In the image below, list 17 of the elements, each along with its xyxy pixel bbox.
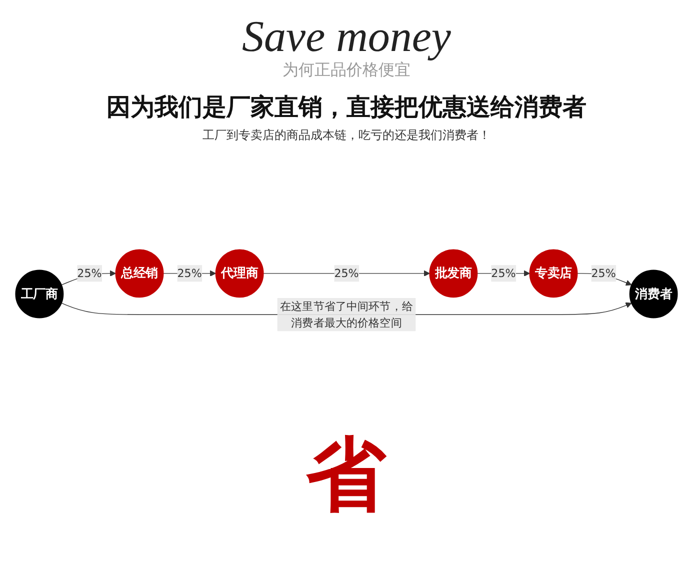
node-circle: 消费者 — [629, 269, 678, 318]
edge-label: 25% — [591, 266, 616, 280]
node-circle: 工厂商 — [15, 269, 64, 318]
edge-label: 25% — [491, 266, 516, 280]
edge-label: 25% — [177, 266, 202, 280]
edge-label: 在这里节省了中间环节，给消费者最大的价格空间 — [280, 299, 413, 329]
edge-label: 25% — [334, 266, 359, 280]
node-circle: 专卖店 — [529, 248, 578, 298]
big-character: 省 — [306, 430, 386, 520]
node-circle: 批发商 — [429, 248, 478, 298]
edge-label: 25% — [77, 266, 102, 280]
node-circle: 代理商 — [215, 248, 264, 298]
subheading: 工厂到专卖店的商品成本链，吃亏的还是我们消费者！ — [202, 127, 490, 144]
subtitle: 为何正品价格便宜 — [282, 60, 410, 81]
heading: 因为我们是厂家直销，直接把优惠送给消费者 — [106, 92, 586, 123]
node-circle: 总经销 — [115, 248, 164, 298]
title: Save money — [242, 14, 451, 60]
